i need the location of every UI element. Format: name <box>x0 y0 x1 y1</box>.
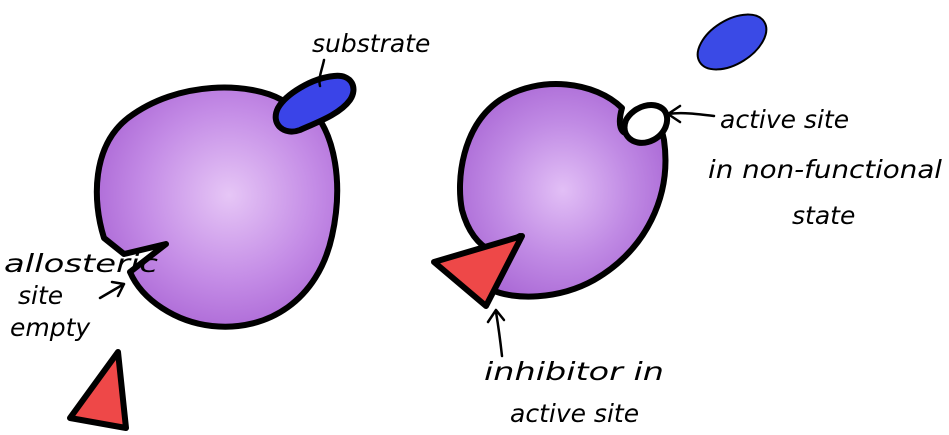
allosteric-label-line-3: empty <box>10 313 91 342</box>
allosteric-label-line-2: site <box>18 281 63 310</box>
substrate-label: substrate <box>312 29 430 58</box>
allosteric-label-line-1: allosteric <box>4 249 158 278</box>
left-panel: substrate allosteric site empty <box>4 29 430 428</box>
active-site-label-line-2: in non-functional <box>708 155 942 184</box>
free-substrate <box>688 3 776 81</box>
free-inhibitor <box>70 352 126 428</box>
inhibitor-label-line-2: active site <box>510 399 639 428</box>
bound-substrate <box>276 76 354 132</box>
inhibitor-label-line-1: inhibitor in <box>484 357 664 386</box>
active-site-arrow <box>668 106 714 122</box>
active-site-label-line-3: state <box>792 201 855 230</box>
inhibitor-arrow <box>488 310 504 356</box>
deformed-active-site <box>625 105 668 143</box>
right-panel: active site in non-functional state inhi… <box>434 3 942 428</box>
allosteric-arrow <box>100 282 124 298</box>
active-site-label-line-1: active site <box>720 105 849 134</box>
